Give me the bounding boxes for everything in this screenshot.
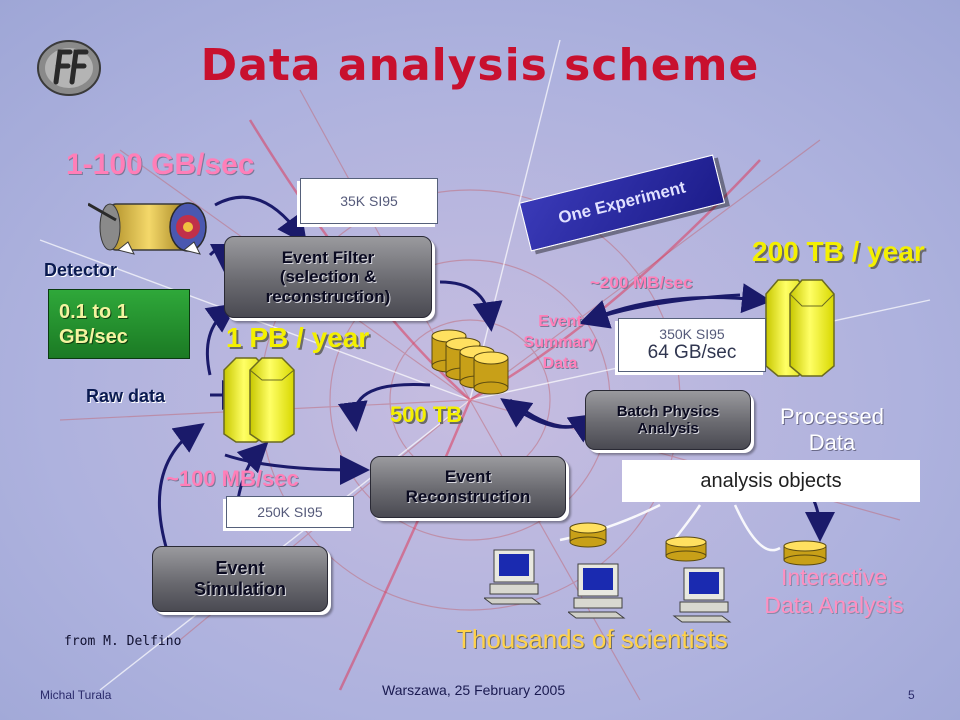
footer-author: Michal Turala [40, 688, 112, 702]
raw-storage-icon [223, 357, 295, 443]
computer-icon-2 [568, 563, 626, 619]
scientists-label: Thousands of scientists [456, 624, 728, 654]
batch-si-line2: 64 GB/sec [647, 342, 737, 363]
batch-si-box: 350K SI95 64 GB/sec [618, 318, 766, 372]
processed-data-line2: Data [808, 430, 856, 456]
raw-data-label: Raw data [86, 386, 166, 406]
credit-label: from M. Delfino [64, 634, 182, 649]
rate-top: 1-100 GB/sec [66, 148, 255, 181]
raw-volume: 1 PB / year [226, 322, 370, 353]
processed-data-line1: Processed [780, 404, 884, 429]
computer-icon [484, 549, 542, 605]
database-icon-3 [783, 540, 827, 566]
event-filter-box: Event Filter(selection &reconstruction) [224, 236, 432, 318]
event-filter-line2: (selection & [279, 267, 377, 287]
database-icon [569, 522, 607, 548]
event-simulation-line1: Event [215, 558, 265, 579]
esd-storage-icon [431, 329, 509, 395]
processed-storage-icon [765, 279, 835, 377]
event-filter-line3: reconstruction) [265, 286, 391, 306]
rate-mid: ~100 MB/sec [166, 466, 299, 491]
analysis-objects-box: analysis objects [622, 460, 920, 502]
interactive-analysis-line2: Data Analysis [764, 591, 904, 618]
logo-icon [37, 40, 101, 96]
trigger-rate-box: 0.1 to 1 GB/sec [48, 289, 190, 359]
batch-analysis-line1: Batch Physics [616, 402, 720, 420]
batch-si-line1: 350K SI95 [659, 326, 725, 342]
detector-icon [88, 202, 207, 255]
event-filter-line1: Event Filter [281, 247, 375, 267]
event-simulation-line2: Simulation [193, 579, 286, 599]
computer-icon-3 [672, 567, 732, 623]
trigger-rate-line1: 0.1 to 1 [59, 301, 128, 323]
rate-upper: ~200 MB/sec [590, 273, 693, 292]
footer-event: Warszawa, 25 February 2005 [382, 682, 566, 698]
esd-label-line2: Summary [523, 333, 597, 351]
event-reconstruction-line1: Event [444, 467, 492, 487]
database-icon-2 [665, 536, 707, 562]
trigger-rate-line2: GB/sec [59, 326, 128, 348]
footer-page: 5 [908, 688, 915, 702]
esd-label-line1: Event [538, 313, 582, 330]
page-title: Data analysis scheme [200, 40, 760, 91]
detector-label: Detector [44, 260, 118, 280]
esd-volume: 500 TB [390, 402, 463, 427]
interactive-analysis-line1: Interactive [780, 564, 888, 590]
sim-si-box: 250K SI95 [226, 496, 354, 528]
processed-volume: 200 TB / year [752, 236, 925, 267]
event-reconstruction-line2: Reconstruction [405, 487, 531, 506]
esd-label-line3: Data [542, 354, 578, 372]
batch-analysis-line2: Analysis [637, 420, 699, 437]
filter-si-box: 35K SI95 [300, 178, 438, 224]
